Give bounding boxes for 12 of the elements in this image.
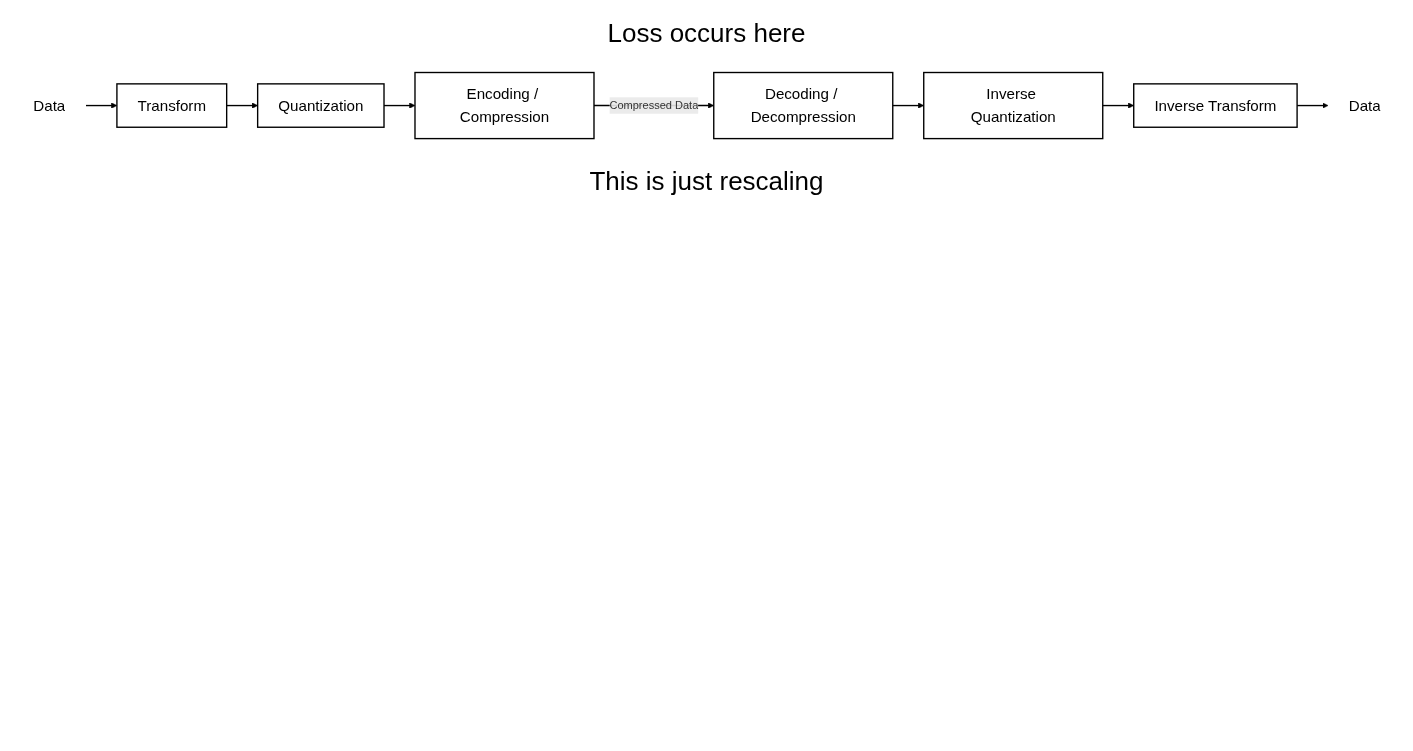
- edge-label: Compressed Data: [608, 99, 698, 112]
- node-box: Inverse Quantization: [922, 71, 1103, 140]
- node-box: Inverse Transform: [1132, 83, 1298, 128]
- note-text: Loss occurs here: [606, 18, 807, 49]
- node-box: Decoding / Decompression: [712, 71, 893, 140]
- node-box: Encoding / Compression: [413, 71, 595, 140]
- arrow: [84, 102, 117, 109]
- node-text: Data: [32, 96, 65, 115]
- node-text: Data: [1348, 96, 1381, 115]
- node-box: Transform: [115, 83, 227, 128]
- node-box: Quantization: [256, 83, 385, 128]
- note-text: This is just rescaling: [588, 166, 825, 198]
